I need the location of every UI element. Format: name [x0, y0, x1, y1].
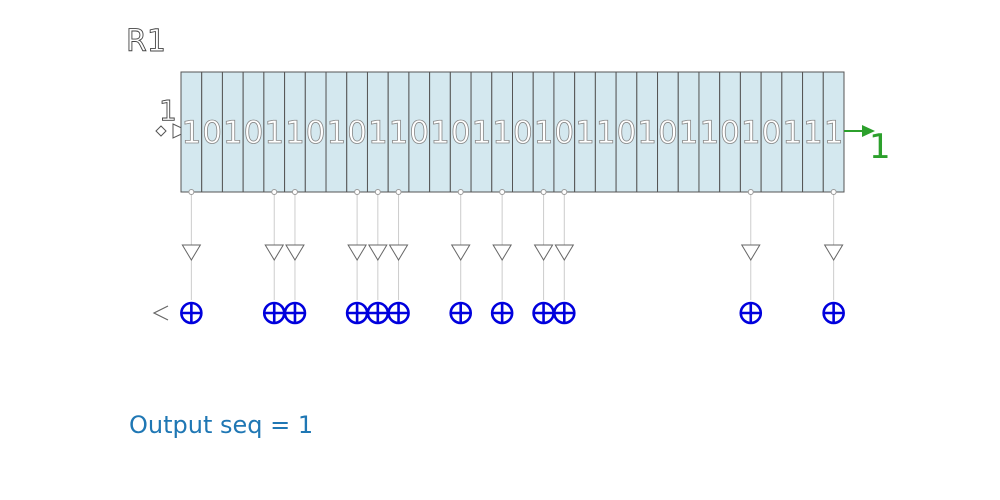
register-bit: 1: [223, 115, 243, 151]
xor-gate-icon: [345, 301, 369, 325]
xor-gate-icon: [552, 301, 576, 325]
feedback-arrow-icon: [152, 305, 169, 321]
xor-gate-icon: [739, 301, 763, 325]
register-bit: 1: [596, 115, 616, 151]
down-triangle-icon: [388, 244, 409, 261]
tap-dot: [457, 189, 464, 195]
tap-dot: [395, 189, 402, 195]
register-bit: 1: [264, 115, 284, 151]
tap-dot: [561, 189, 568, 195]
register-bit: 1: [699, 115, 719, 151]
register-bit: 1: [389, 115, 409, 151]
register-bit: 0: [658, 115, 678, 151]
down-triangle-icon: [554, 244, 575, 261]
register-bit: 1: [285, 115, 305, 151]
tap-dot: [374, 189, 381, 195]
tap-dot: [830, 189, 837, 195]
tap-dot: [499, 189, 506, 195]
register-bit: 0: [347, 115, 367, 151]
xor-gate-icon: [180, 301, 203, 325]
register-bit: 1: [782, 115, 802, 151]
register-bit: 1: [492, 115, 512, 151]
tap-dot: [747, 189, 754, 195]
down-triangle-icon: [450, 244, 471, 261]
register-title: R1: [126, 24, 166, 59]
tap-dot: [271, 189, 278, 195]
register-bit: 0: [244, 115, 264, 151]
down-triangle-icon: [823, 244, 844, 261]
down-triangle-icon: [347, 244, 367, 261]
register-bit: 1: [472, 115, 492, 151]
register-cells: [180, 71, 845, 193]
down-triangle-icon: [181, 244, 202, 261]
tap-dot: [188, 189, 195, 195]
input-bit-label: 1: [159, 94, 177, 127]
xor-gate-icon: [262, 301, 286, 325]
tap-markers: [181, 189, 844, 261]
register-bit: 1: [824, 115, 844, 151]
register-bit: 0: [720, 115, 740, 151]
register-bit: 1: [430, 115, 450, 151]
register-bit: 1: [368, 115, 388, 151]
output-arrow-icon: [862, 125, 875, 137]
register-bit: 1: [637, 115, 657, 151]
register-bit: 1: [741, 115, 761, 151]
register-bit: 1: [534, 115, 554, 151]
tap-dot: [540, 189, 547, 195]
xor-gate-icon: [532, 301, 555, 325]
xor-gate-icon: [387, 301, 410, 325]
xor-gate-icon: [366, 301, 390, 325]
register-bit: 0: [409, 115, 429, 151]
tap-dot: [354, 189, 361, 195]
register-bit: 1: [803, 115, 823, 151]
register-bit: 0: [306, 115, 326, 151]
register-bit: 0: [762, 115, 782, 151]
xor-gate-icon: [822, 301, 845, 325]
down-triangle-icon: [367, 244, 388, 261]
register-bit: 0: [554, 115, 574, 151]
down-triangle-icon: [264, 244, 285, 261]
output-bit: 1: [869, 127, 891, 167]
input-diamond-icon: [155, 125, 167, 137]
xor-gate-icon: [283, 301, 307, 325]
down-triangle-icon: [740, 244, 761, 261]
register-bit: 1: [181, 115, 201, 151]
register-bit: 0: [451, 115, 471, 151]
xor-gate-icon: [449, 301, 473, 325]
tap-dot: [291, 189, 298, 195]
register-bit: 0: [513, 115, 533, 151]
output-sequence-label: Output seq = 1: [129, 411, 313, 439]
register-bit: 0: [202, 115, 222, 151]
register-bit: 1: [679, 115, 699, 151]
xor-gates: [180, 301, 845, 325]
down-triangle-icon: [492, 244, 513, 261]
register-bit: 0: [617, 115, 637, 151]
register-bit: 1: [327, 115, 347, 151]
xor-gate-icon: [490, 301, 514, 325]
down-triangle-icon: [533, 244, 554, 261]
register-bit: 1: [575, 115, 595, 151]
down-triangle-icon: [285, 244, 305, 261]
